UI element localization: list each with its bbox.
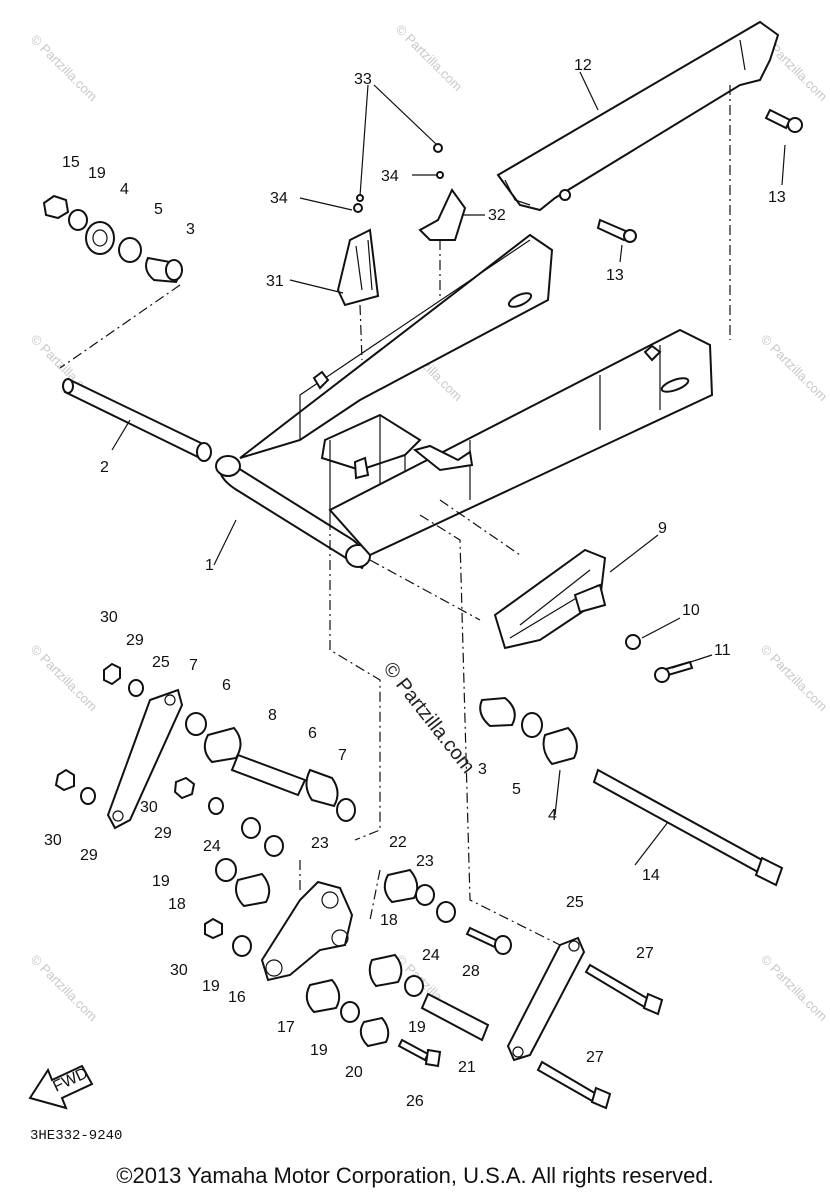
callout-20: 20 [345, 1064, 363, 1081]
callout-30d: 30 [170, 962, 188, 979]
callout-16: 16 [228, 989, 246, 1006]
callout-4b: 4 [548, 807, 557, 824]
callout-7a: 7 [189, 657, 198, 674]
callout-19d: 19 [310, 1042, 328, 1059]
fwd-arrow-icon: FWD [28, 1064, 94, 1110]
callout-22: 22 [389, 834, 407, 851]
callout-34b: 34 [381, 168, 399, 185]
callout-23b: 23 [416, 853, 434, 870]
callout-25a: 25 [152, 654, 170, 671]
callout-19a: 19 [88, 165, 106, 182]
callout-3a: 3 [186, 221, 195, 238]
callout-17: 17 [277, 1019, 295, 1036]
callout-29c: 29 [80, 847, 98, 864]
callout-25b: 25 [566, 894, 584, 911]
relay-arm [204, 858, 490, 1048]
callout-19e: 19 [408, 1019, 426, 1036]
callout-4a: 4 [120, 181, 129, 198]
callout-34a: 34 [270, 190, 288, 207]
watermark-tile: © Partzilla.com [28, 642, 101, 715]
through-bolt [592, 768, 784, 887]
callout-28: 28 [462, 963, 480, 980]
callout-12: 12 [574, 57, 592, 74]
chain-case-bolts [596, 108, 803, 243]
callout-11: 11 [714, 642, 731, 659]
chain-slider [493, 548, 607, 650]
callout-13b: 13 [768, 189, 786, 206]
callout-2: 2 [100, 459, 109, 476]
pivot-shaft [62, 378, 212, 462]
watermark-tile: © Partzilla.com [393, 22, 466, 95]
callout-21: 21 [458, 1059, 476, 1076]
callout-5a: 5 [154, 201, 163, 218]
callout-32: 32 [488, 207, 506, 224]
callout-27a: 27 [636, 945, 654, 962]
callout-33: 33 [354, 71, 372, 88]
callout-6b: 6 [308, 725, 317, 742]
copyright-notice: ©2013 Yamaha Motor Corporation, U.S.A. A… [116, 1163, 714, 1188]
callout-9: 9 [658, 520, 667, 537]
diagram-code: 3HE332-9240 [30, 1128, 123, 1144]
callout-labels: 1 2 3 4 5 6 7 8 9 10 11 12 13 14 15 16 1… [44, 57, 786, 1110]
callout-7b: 7 [338, 747, 347, 764]
callout-30b: 30 [140, 799, 158, 816]
callout-29b: 29 [154, 825, 172, 842]
watermark-tile: © Partzilla.com [28, 952, 101, 1025]
lower-bearing-set [479, 696, 578, 766]
callout-29a: 29 [126, 632, 144, 649]
chain-case [496, 20, 780, 212]
cable-guide-parts [336, 143, 467, 307]
callout-30a: 30 [100, 609, 118, 626]
callout-18a: 18 [168, 896, 186, 913]
callout-30c: 30 [44, 832, 62, 849]
watermark-tile: © Partzilla.com [28, 32, 101, 105]
callout-3b: 3 [478, 761, 487, 778]
callout-24a: 24 [203, 838, 221, 855]
callout-5b: 5 [512, 781, 521, 798]
watermark-tile: © Partzilla.com [758, 952, 830, 1025]
link-arm-parts [54, 662, 356, 857]
callout-13a: 13 [606, 267, 624, 284]
swingarm [215, 233, 714, 570]
callout-18b: 18 [380, 912, 398, 929]
pivot-bearing-set [42, 194, 183, 284]
callout-19c: 19 [202, 978, 220, 995]
leader-lines [59, 71, 786, 946]
callout-6a: 6 [222, 677, 231, 694]
callout-10: 10 [682, 602, 700, 619]
callout-26: 26 [406, 1093, 424, 1110]
callout-31: 31 [266, 273, 284, 290]
washer-10 [625, 634, 641, 650]
callout-8: 8 [268, 707, 277, 724]
callout-24b: 24 [422, 947, 440, 964]
callout-27b: 27 [586, 1049, 604, 1066]
watermark-tile: © Partzilla.com [758, 332, 830, 405]
callout-1: 1 [205, 557, 214, 574]
callout-15: 15 [62, 154, 80, 171]
lower-link-parts [397, 926, 664, 1110]
callout-23a: 23 [311, 835, 329, 852]
callout-14: 14 [642, 867, 660, 884]
watermark-tile: © Partzilla.com [758, 642, 830, 715]
callout-19b: 19 [152, 873, 170, 890]
